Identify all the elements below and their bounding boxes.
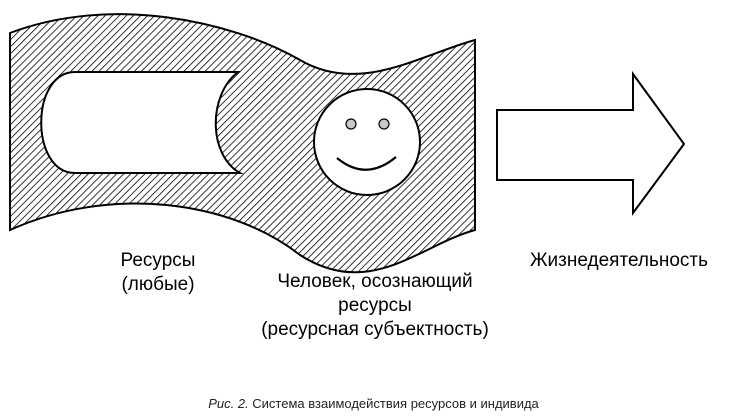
right-arrow-icon: [496, 70, 686, 217]
resources-cylinder: [40, 71, 244, 174]
smile: [336, 156, 397, 171]
activity-label: Жизнедеятельность: [530, 249, 747, 273]
smiley-face-icon: [313, 88, 421, 196]
left-eye: [345, 118, 357, 130]
person-label-line1: Человек, осознающий: [277, 271, 473, 292]
resources-label: Ресурсы (любые): [78, 249, 238, 297]
person-label-line3: (ресурсная субъектность): [261, 319, 489, 340]
caption-text: Система взаимодействия ресурсов и индиви…: [248, 396, 539, 411]
person-label: Человек, осознающий ресурсы (ресурсная с…: [235, 270, 515, 342]
activity-label-text: Жизнедеятельность: [530, 250, 709, 271]
person-label-line2: ресурсы: [338, 295, 412, 316]
right-eye: [378, 118, 390, 130]
resources-label-line2: (любые): [121, 274, 195, 295]
figure-caption: Рис. 2. Система взаимодействия ресурсов …: [0, 396, 747, 412]
resources-label-line1: Ресурсы: [120, 250, 196, 271]
caption-prefix: Рис. 2.: [208, 396, 249, 411]
